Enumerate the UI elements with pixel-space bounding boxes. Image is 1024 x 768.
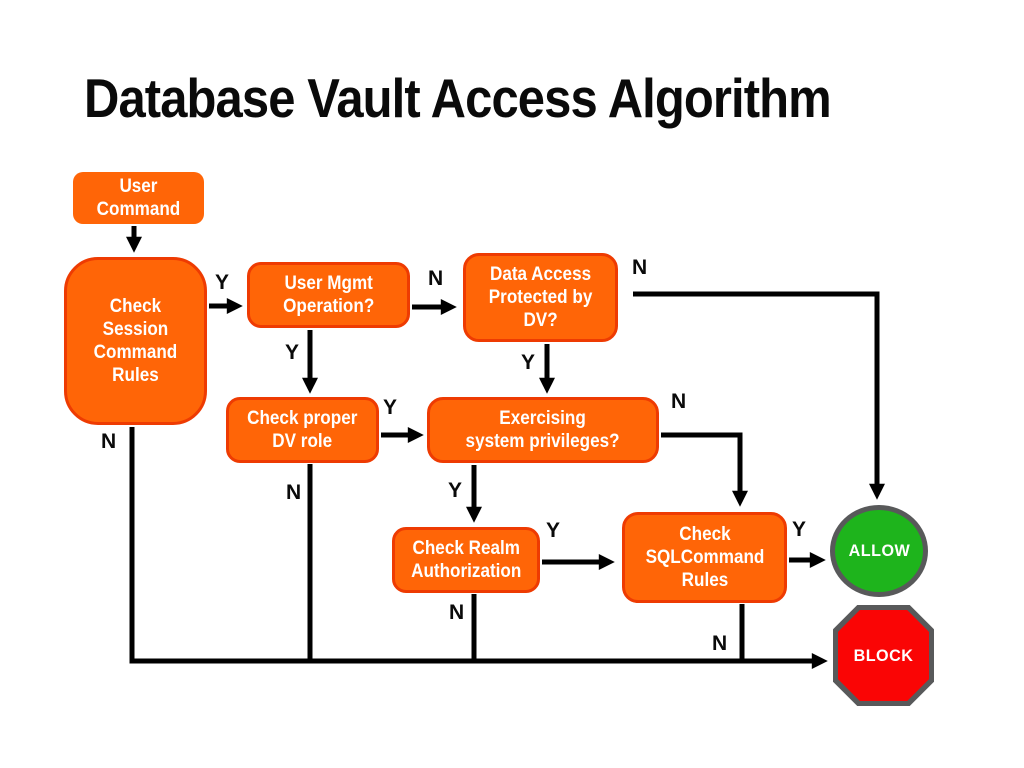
edge-label-realm-no: N (449, 601, 465, 624)
node-user-mgmt-label: User Mgmt Operation? (282, 273, 375, 317)
node-check-session-command-rules: Check Session Command Rules (64, 257, 207, 425)
connector-exercising-no-to-sql (661, 432, 749, 507)
edge-label-proper-yes: Y (383, 396, 398, 419)
edge-label-exercising-no: N (671, 390, 687, 413)
edge-label-exercising-yes: Y (448, 479, 463, 502)
node-exercising-label: Exercising system privileges? (466, 408, 620, 452)
edge-label-mgmt-yes: Y (285, 341, 300, 364)
edge-label-mgmt-no: N (428, 267, 444, 290)
node-check-sqlcommand-rules: Check SQLCommand Rules (622, 512, 787, 603)
node-check-sql-label: Check SQLCommand Rules (645, 524, 764, 591)
edge-label-realm-yes: Y (546, 519, 561, 542)
node-check-realm-label: Check Realm Authorization (410, 538, 522, 582)
node-user-command-label: User Command (96, 176, 181, 220)
edge-label-proper-no: N (286, 481, 302, 504)
edge-label-session-no: N (101, 430, 117, 453)
node-data-access-label: Data Access Protected by DV? (488, 264, 593, 331)
terminal-block-fill: BLOCK (838, 610, 929, 701)
terminal-block: BLOCK (833, 605, 934, 706)
connector-dataaccess-no-to-allow (633, 291, 886, 500)
node-check-realm-authorization: Check Realm Authorization (392, 527, 540, 593)
terminal-allow: ALLOW (830, 505, 928, 597)
edge-label-data-no: N (632, 256, 648, 279)
node-user-command: User Command (73, 172, 204, 224)
node-exercising-system-privileges: Exercising system privileges? (427, 397, 659, 463)
node-user-mgmt-operation: User Mgmt Operation? (247, 262, 410, 328)
node-check-proper-dv-role: Check proper DV role (226, 397, 379, 463)
edge-label-sql-yes: Y (792, 518, 807, 541)
node-data-access-protected: Data Access Protected by DV? (463, 253, 618, 342)
terminal-allow-label: ALLOW (848, 541, 910, 560)
terminal-block-label: BLOCK (853, 645, 914, 665)
connector-session-no-to-block (129, 427, 828, 670)
edge-label-sql-no: N (712, 632, 728, 655)
slide-title: Database Vault Access Algorithm (84, 67, 832, 129)
node-check-session-label: Check Session Command Rules (93, 296, 178, 386)
edge-label-session-yes: Y (215, 271, 230, 294)
edge-label-data-yes: Y (521, 351, 536, 374)
node-check-proper-label: Check proper DV role (247, 408, 358, 452)
